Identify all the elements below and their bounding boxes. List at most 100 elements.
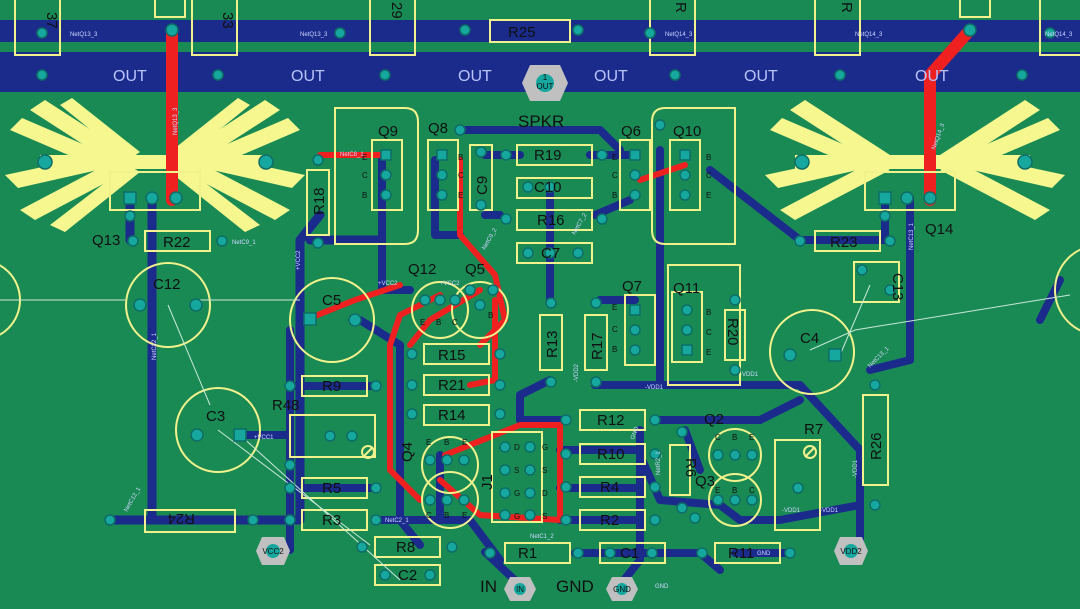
ref-r7: R7 [804, 421, 823, 438]
pin-label: C [426, 511, 432, 520]
net-label: NetC12_1 [152, 332, 158, 360]
pin-label: B [612, 191, 617, 200]
pin-label: E [458, 191, 463, 200]
ref-r15: R15 [438, 347, 466, 364]
ref-r23: R23 [830, 234, 858, 251]
top-label-r-left: R [672, 2, 689, 13]
ref-r20: R20 [724, 318, 741, 346]
pad-label-vdd2: VDD2 [840, 547, 862, 556]
pin-label: G [542, 443, 548, 452]
net-label: NetQ13_3 [300, 32, 328, 38]
spkr-label: SPKR [518, 112, 564, 131]
ref-r1: R1 [518, 545, 537, 562]
pads [36, 23, 1056, 581]
pin-label: E [706, 348, 711, 357]
top-label-r-right: R [838, 2, 855, 13]
ref-q6: Q6 [621, 123, 641, 140]
net-label: NetQ13_3 [173, 107, 179, 135]
net-label: NetC1_2 [530, 534, 554, 540]
pin-label: E [362, 153, 367, 162]
mounting-pad-gnd[interactable]: GND [606, 577, 638, 601]
net-label: -VDD1 [853, 459, 859, 478]
pin-label: G [514, 489, 520, 498]
ref-c13: C13 [889, 273, 906, 301]
out-label-4: OUT [594, 68, 628, 85]
net-label: -VDD1 [782, 508, 801, 514]
ref-q9: Q9 [378, 123, 398, 140]
pin-label: C [749, 486, 755, 495]
net-label: -VDD1 [740, 372, 759, 378]
mounting-pad-in[interactable]: IN [504, 577, 536, 601]
net-label: NetC13_1 [909, 222, 915, 250]
ref-c3: C3 [206, 408, 225, 425]
net-label: +VCC2 [378, 281, 398, 287]
out-label-1: OUT [113, 68, 147, 85]
net-label: GND [757, 551, 771, 557]
mounting-pad-vcc2[interactable]: VCC2 [256, 537, 290, 565]
net-label: +VCC2 [296, 250, 302, 270]
ref-q8: Q8 [428, 120, 448, 137]
ref-q10: Q10 [673, 123, 701, 140]
net-label: +VCC1 [254, 435, 274, 441]
pin-label: E [612, 153, 617, 162]
pad-label-vcc2: VCC2 [262, 547, 284, 556]
ref-q11: Q11 [673, 280, 700, 297]
net-label: NetC12_1 [124, 486, 143, 513]
ref-c7: C7 [541, 245, 560, 262]
pin-label: C [612, 171, 618, 180]
pin-label: C [706, 328, 712, 337]
ref-r11: R11 [728, 545, 754, 562]
pin-label: B [458, 153, 463, 162]
heatsink-right [765, 100, 1065, 220]
ref-c12: C12 [153, 276, 181, 293]
top-label-29: 29 [388, 2, 405, 19]
pin-label: E [612, 303, 617, 312]
pin-label: E [462, 438, 467, 447]
ref-q5: Q5 [465, 261, 485, 278]
net-label: -VDD2 [574, 363, 580, 382]
pin-label: B [444, 438, 449, 447]
pin-label: C [458, 171, 464, 180]
out-label-3: OUT [458, 68, 492, 85]
out-label-2: OUT [291, 68, 325, 85]
ref-r16: R16 [537, 212, 565, 229]
ref-r8: R8 [396, 539, 415, 556]
in-label: IN [480, 577, 497, 596]
ref-r12: R12 [597, 412, 625, 429]
pin-label: E [426, 438, 431, 447]
pin-label: C [612, 325, 618, 334]
mounting-pad-out[interactable]: 1 OUT [522, 65, 568, 101]
pin-label: B [436, 318, 441, 327]
ref-c9: C9 [474, 176, 491, 195]
net-label: NetQ13_3 [70, 32, 98, 38]
pin-label: B [488, 311, 493, 320]
net-label: -VDD1 [645, 385, 664, 391]
pin-label: B [362, 191, 367, 200]
net-label: NetQ14_3 [1045, 32, 1073, 38]
bus-labels: OUT OUT OUT OUT OUT OUT NetQ13_3 NetQ13_… [70, 32, 1073, 85]
net-label: NetC2_1 [385, 518, 409, 524]
bottom-copper-layer [0, 20, 1080, 589]
ref-r3: R3 [322, 512, 341, 529]
pin-label: B [732, 486, 737, 495]
ref-r13: R13 [544, 330, 561, 358]
ref-c2: C2 [398, 567, 417, 584]
pin-label: C [362, 171, 368, 180]
ref-r14: R14 [438, 407, 466, 424]
trimmer-r7 [803, 445, 817, 459]
component-designators: R25 SPKR Q9 Q8 Q6 Q10 R19 C10 R16 C7 C9 … [92, 24, 953, 596]
ref-r26: R26 [868, 432, 885, 460]
ref-q13: Q13 [92, 232, 120, 249]
ref-r9: R9 [322, 378, 341, 395]
ref-r6: R6 [682, 458, 699, 477]
out-label-6: OUT [915, 68, 949, 85]
net-label: GND [655, 584, 669, 590]
pin-label: E [749, 433, 754, 442]
mounting-pad-vdd2[interactable]: VDD2 [834, 537, 868, 565]
net-label: NetC7_2 [572, 212, 589, 236]
ref-q12: Q12 [408, 261, 436, 278]
ref-r18: R18 [311, 187, 328, 215]
ref-r24: R24 [167, 510, 195, 527]
